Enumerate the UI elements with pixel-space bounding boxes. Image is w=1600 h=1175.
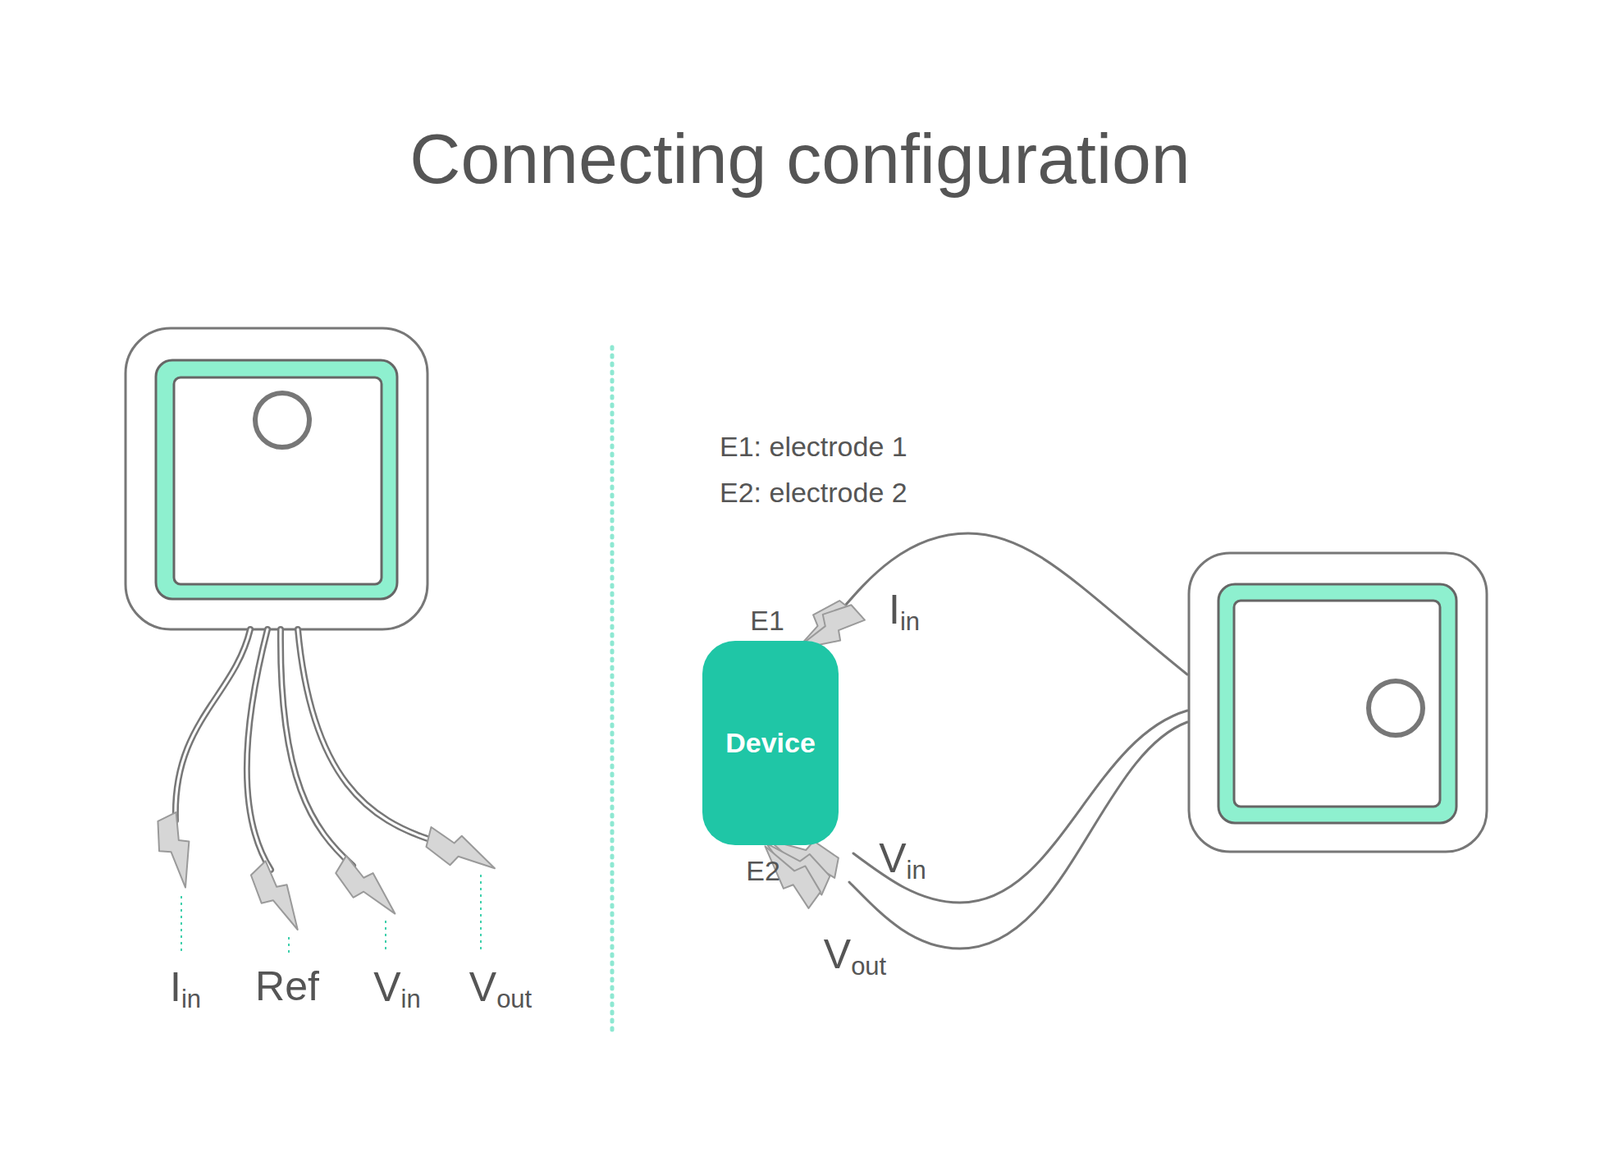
clip bbox=[329, 850, 405, 927]
clip bbox=[419, 821, 501, 885]
instrument bbox=[125, 328, 428, 630]
instrument bbox=[1188, 553, 1487, 852]
node-label: Device bbox=[725, 726, 816, 759]
electrode-label: E2 bbox=[745, 854, 781, 887]
signal-name: Iin bbox=[888, 586, 920, 636]
signal-name: Vout bbox=[823, 931, 887, 981]
clip bbox=[244, 857, 310, 939]
title: Connecting configuration bbox=[409, 118, 1190, 200]
electrode-label: E1 bbox=[749, 604, 785, 637]
signal-name: Vout bbox=[469, 964, 532, 1014]
signal-name: Vin bbox=[878, 835, 927, 885]
leader-lines bbox=[181, 874, 481, 956]
clip bbox=[151, 810, 198, 892]
electrode-label: E1: electrode 1 bbox=[719, 430, 908, 463]
signal-name: Vin bbox=[373, 964, 421, 1014]
device-box: Device bbox=[702, 640, 839, 846]
wires bbox=[175, 629, 435, 870]
electrode-label: E2: electrode 2 bbox=[719, 476, 908, 509]
separator bbox=[610, 347, 615, 1033]
signal-name: Iin bbox=[169, 964, 202, 1014]
signal-name: Ref bbox=[255, 963, 320, 1011]
wires bbox=[835, 533, 1188, 949]
